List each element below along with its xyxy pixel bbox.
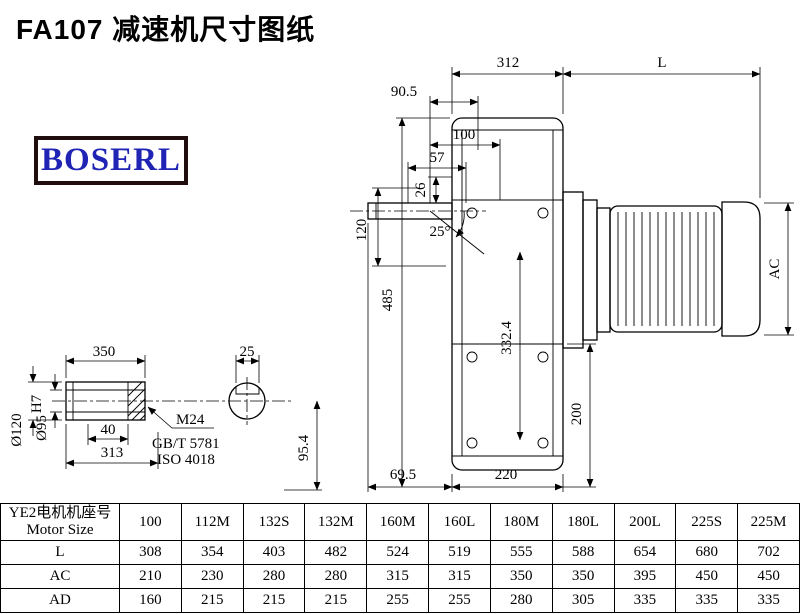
dim-57: 57 — [430, 150, 446, 166]
size-header-cell: 160L — [428, 503, 491, 541]
dimension-lines — [29, 70, 792, 491]
dim-100: 100 — [453, 127, 476, 143]
value-cell: 305 — [551, 588, 615, 613]
boserl-logo: BOSERL — [34, 136, 188, 185]
value-cell: 588 — [551, 540, 615, 565]
value-cell: 519 — [428, 540, 491, 565]
dim-40: 40 — [101, 422, 116, 438]
value-cell: 308 — [119, 540, 182, 565]
value-cell: 280 — [489, 588, 553, 613]
page-title: FA107 减速机尺寸图纸 — [16, 14, 316, 45]
header-en: Motor Size — [26, 522, 94, 538]
size-header-cell: 132M — [304, 503, 368, 541]
table-row-AC: AC 210 230 280 280 315 315 350 350 395 4… — [0, 564, 800, 589]
dim-332-4: 332.4 — [499, 321, 515, 355]
size-header-cell: 225M — [737, 503, 800, 541]
value-cell: 350 — [551, 564, 615, 589]
value-cell: 524 — [366, 540, 430, 565]
dim-69-5: 69.5 — [390, 467, 416, 483]
value-cell: 210 — [119, 564, 182, 589]
size-header-cell: 180L — [551, 503, 615, 541]
thread-callout-m24: M24 — [176, 412, 205, 428]
dim-485: 485 — [380, 289, 396, 312]
row-label: AD — [0, 588, 120, 613]
value-cell: 315 — [366, 564, 430, 589]
table-row-L: L 308 354 403 482 524 519 555 588 654 68… — [0, 540, 800, 565]
size-header-cell: 160M — [366, 503, 430, 541]
shaft-view-details — [66, 381, 260, 421]
centerlines — [52, 210, 486, 425]
size-header-cell: 180M — [489, 503, 553, 541]
motor-fins — [617, 212, 715, 326]
dim-motor-length: L — [657, 55, 666, 71]
value-cell: 280 — [304, 564, 368, 589]
size-header-cell: 225S — [675, 503, 739, 541]
value-cell: 215 — [304, 588, 368, 613]
value-cell: 354 — [180, 540, 244, 565]
value-cell: 680 — [675, 540, 739, 565]
table-header-row: YE2电机机座号 Motor Size 100 112M 132S 132M 1… — [0, 503, 800, 541]
dim-dia-120: Ø120 — [9, 413, 25, 446]
size-header-cell: 100 — [119, 503, 182, 541]
dim-angle-25: 25° — [430, 224, 451, 240]
value-cell: 350 — [489, 564, 553, 589]
value-cell: 702 — [737, 540, 800, 565]
value-cell: 160 — [119, 588, 182, 613]
dim-313: 313 — [101, 445, 124, 461]
value-cell: 280 — [242, 564, 306, 589]
table-header-cell: YE2电机机座号 Motor Size — [0, 503, 120, 541]
value-cell: 215 — [242, 588, 306, 613]
size-header-cell: 200L — [613, 503, 677, 541]
value-cell: 315 — [428, 564, 491, 589]
dim-220: 220 — [495, 467, 518, 483]
gearbox-outline — [367, 117, 761, 471]
row-label: L — [0, 540, 120, 565]
standard-iso-4018: ISO 4018 — [157, 452, 215, 468]
dim-dia-95-tolerance: H7 — [29, 394, 45, 413]
size-header-cell: 112M — [180, 503, 244, 541]
dim-90-5: 90.5 — [391, 84, 417, 100]
value-cell: 654 — [613, 540, 677, 565]
value-cell: 403 — [242, 540, 306, 565]
value-cell: 450 — [737, 564, 800, 589]
value-cell: 255 — [366, 588, 430, 613]
value-cell: 335 — [613, 588, 677, 613]
header-cn: YE2电机机座号 — [8, 505, 112, 521]
extension-lines — [28, 67, 794, 492]
technical-drawing: 312 L 90.5 100 57 26 120 25° 485 332.4 2… — [9, 55, 794, 492]
size-table-wrap: YE2电机机座号 Motor Size 100 112M 132S 132M 1… — [0, 503, 800, 613]
dim-dia-95: Ø95 — [34, 415, 50, 441]
dimension-labels: 312 L 90.5 100 57 26 120 25° 485 332.4 2… — [9, 55, 783, 483]
dim-motor-diameter-ac: AC — [767, 259, 783, 280]
gearbox-details — [375, 129, 563, 457]
dim-95-4: 95.4 — [296, 434, 312, 461]
dim-25: 25 — [240, 344, 255, 360]
size-header-cell: 132S — [242, 503, 306, 541]
value-cell: 335 — [675, 588, 739, 613]
value-cell: 450 — [675, 564, 739, 589]
logo-text: BOSERL — [41, 142, 181, 178]
value-cell: 482 — [304, 540, 368, 565]
value-cell: 255 — [428, 588, 491, 613]
value-cell: 335 — [737, 588, 800, 613]
value-cell: 215 — [180, 588, 244, 613]
value-cell: 555 — [489, 540, 553, 565]
dim-120: 120 — [354, 219, 370, 242]
dim-312: 312 — [497, 55, 520, 71]
value-cell: 395 — [613, 564, 677, 589]
dim-200: 200 — [569, 403, 585, 426]
dim-350: 350 — [93, 344, 116, 360]
table-row-AD: AD 160 215 215 215 255 255 280 305 335 3… — [0, 588, 800, 613]
motor-size-table: YE2电机机座号 Motor Size 100 112M 132S 132M 1… — [0, 503, 800, 613]
dim-26: 26 — [413, 182, 429, 198]
standard-gbt-5781: GB/T 5781 — [152, 436, 220, 452]
row-label: AC — [0, 564, 120, 589]
value-cell: 230 — [180, 564, 244, 589]
